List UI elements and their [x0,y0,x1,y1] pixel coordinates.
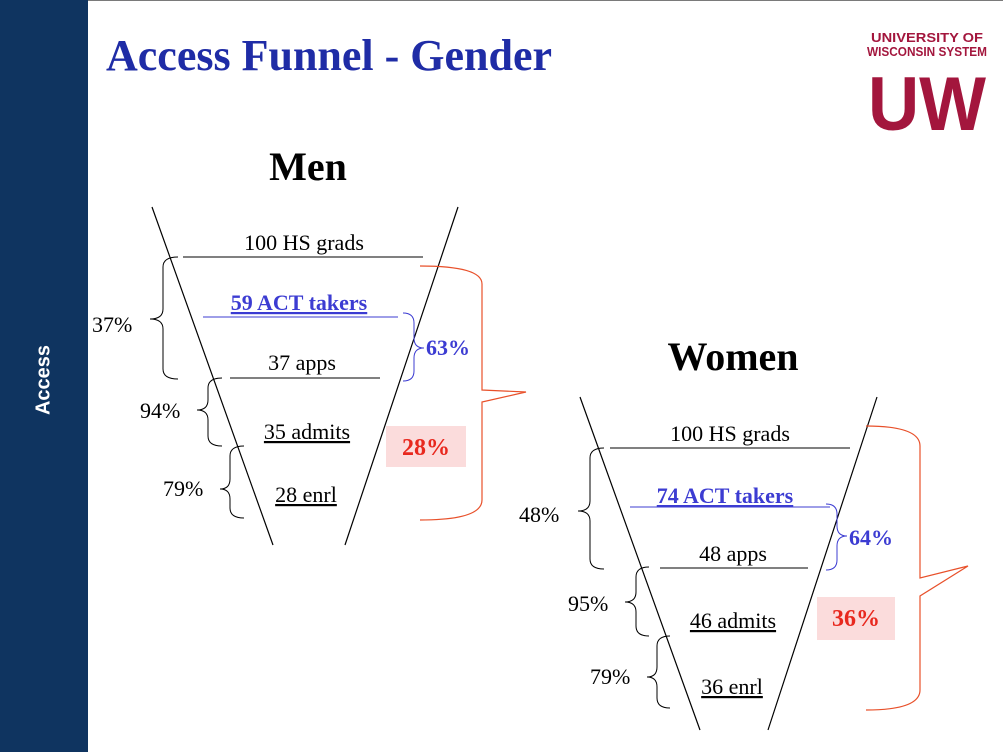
men-brace-overall [419,265,527,521]
women-brace-admit [624,566,650,637]
women-funnel-left-wall [579,396,701,731]
top-divider [88,0,1003,1]
women-brace-apply [577,447,605,570]
women-overall-box [817,597,895,640]
men-funnel: Men 100 HS grads 59 ACT takers 37 apps 3… [92,144,527,546]
women-rate-admit: 95% [568,591,608,616]
men-brace-act-to-apply [402,312,425,382]
page-title: Access Funnel - Gender [106,31,553,80]
women-level-act: 74 ACT takers [657,483,794,508]
men-level-grads: 100 HS grads [244,230,364,255]
sidebar: Access [0,0,88,752]
men-level-enrl: 28 enrl [275,482,337,507]
men-heading: Men [269,144,347,189]
logo-mark: UW [868,62,986,138]
women-brace-overall [865,425,969,711]
men-level-admits: 35 admits [264,419,350,444]
men-funnel-right-wall [344,206,459,546]
women-brace-act-to-apply [825,503,848,571]
men-rate-admit: 94% [140,398,180,423]
women-level-enrl: 36 enrl [701,674,763,699]
women-rate-overall: 36% [832,606,880,632]
women-rate-apply: 48% [519,502,559,527]
women-level-apps: 48 apps [699,541,767,566]
men-brace-admit [196,377,223,447]
men-rate-apply: 37% [92,312,132,337]
men-rate-act-to-apply: 63% [426,335,470,360]
women-rate-act-to-apply: 64% [849,525,893,550]
women-level-admits: 46 admits [690,608,776,633]
logo-line-1: UNIVERSITY OF [871,30,983,45]
women-brace-enroll [646,635,671,709]
women-funnel-right-wall [767,396,878,731]
men-funnel-left-wall [151,206,274,546]
men-brace-apply [149,256,179,380]
uw-system-logo: UNIVERSITY OF WISCONSIN SYSTEM UW [867,30,987,138]
men-rate-enroll: 79% [163,476,203,501]
logo-line-2: WISCONSIN SYSTEM [867,44,987,59]
women-heading: Women [667,334,798,379]
men-level-act: 59 ACT takers [231,290,368,315]
women-funnel: Women 100 HS grads 74 ACT takers 48 apps… [519,334,969,731]
women-rate-enroll: 79% [590,664,630,689]
women-level-grads: 100 HS grads [670,421,790,446]
men-overall-box [386,426,466,467]
men-rate-overall: 28% [402,435,450,461]
men-brace-enroll [219,445,245,519]
men-level-apps: 37 apps [268,350,336,375]
